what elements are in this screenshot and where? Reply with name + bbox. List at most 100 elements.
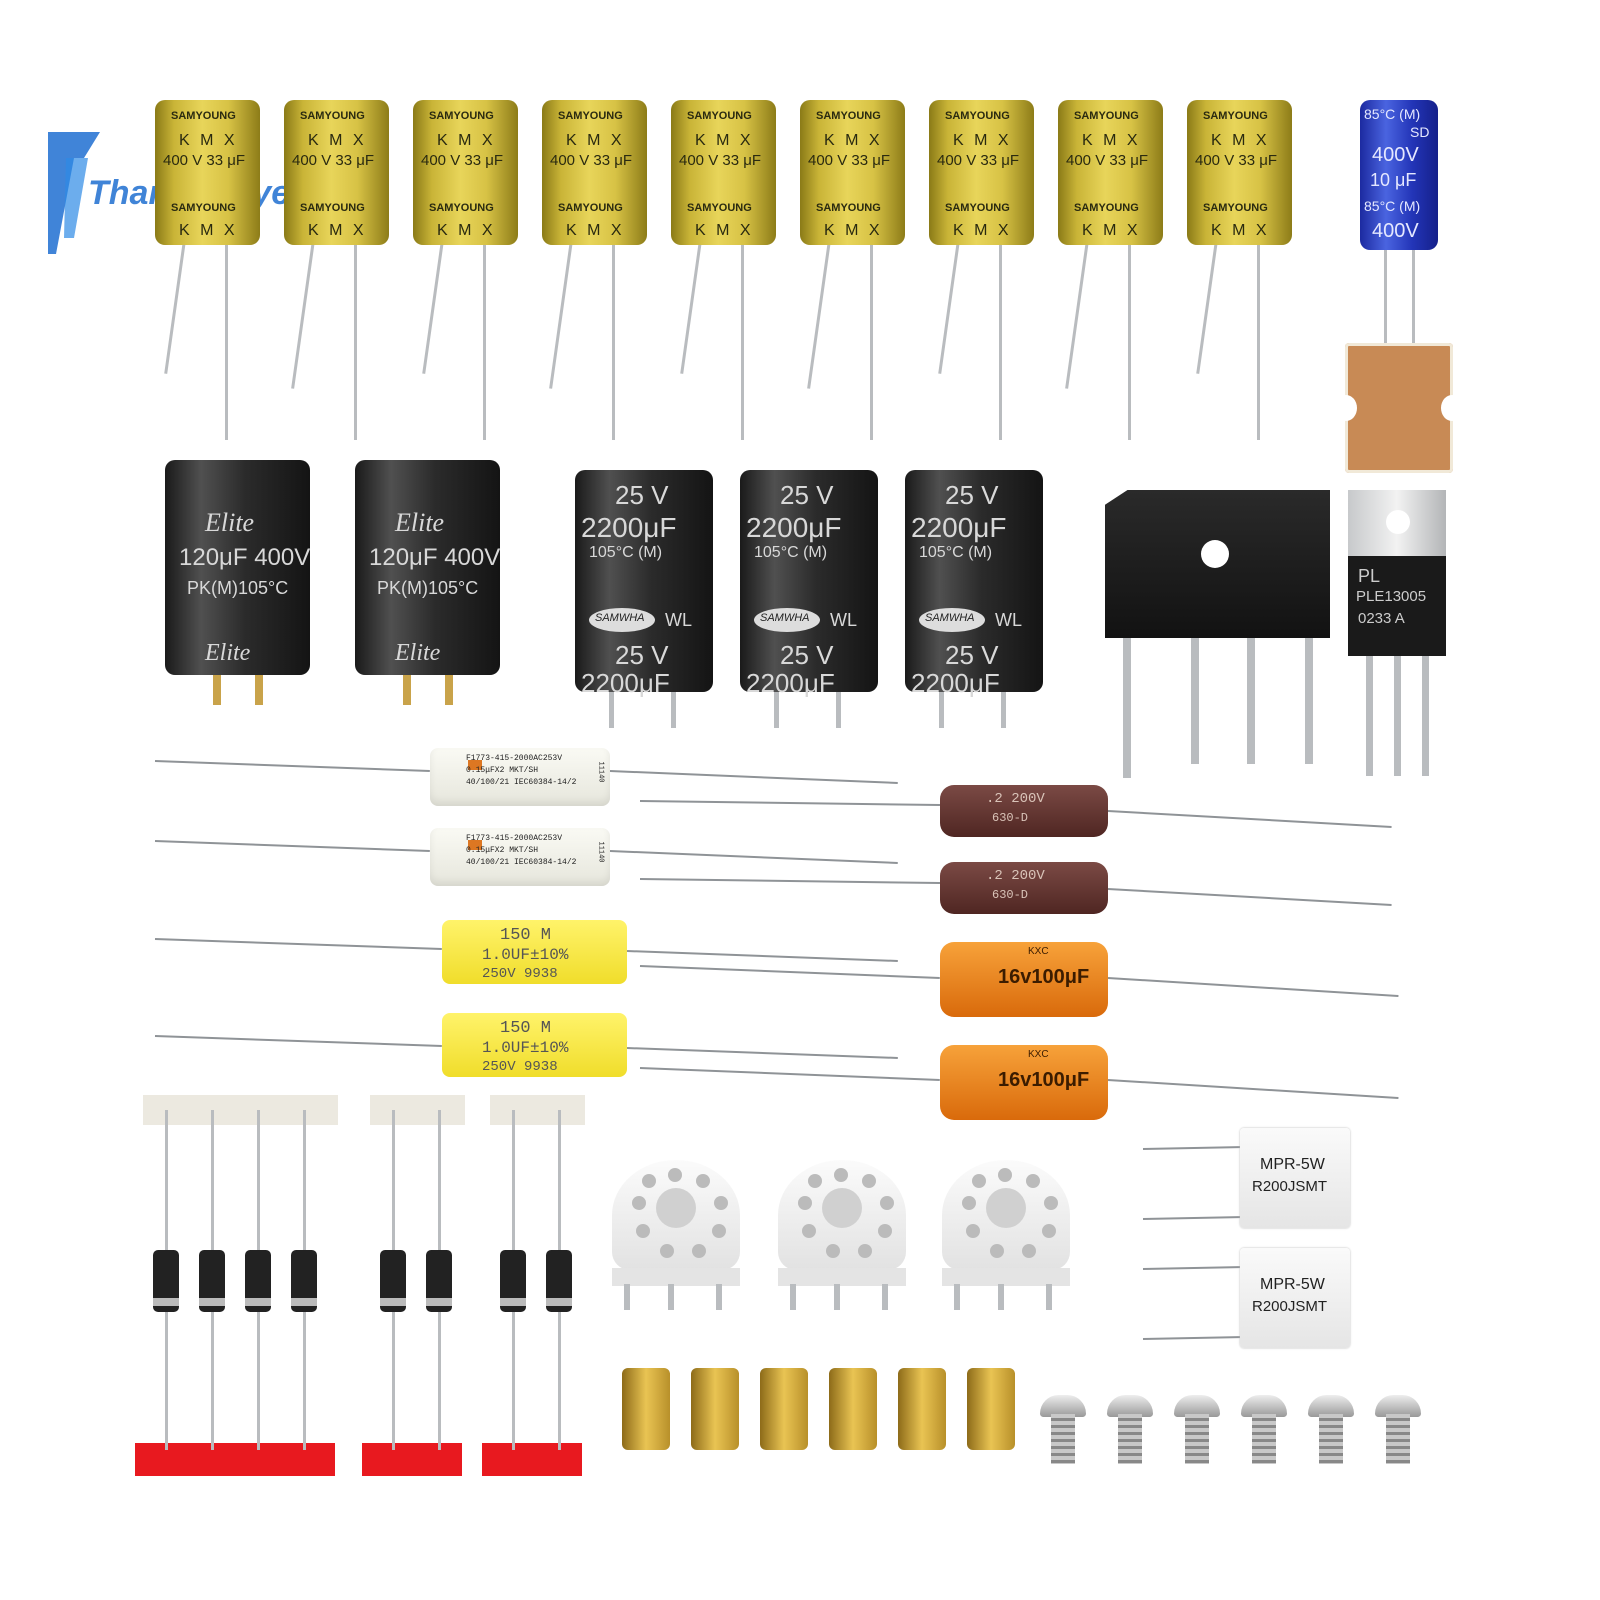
diode — [500, 1250, 526, 1312]
tube-socket — [612, 1160, 740, 1270]
kmx-series-2: K M X — [308, 222, 367, 239]
kmx-rating: 400 V 33 μF — [163, 152, 246, 169]
kmx-rating: 400 V 33 μF — [937, 152, 1020, 169]
socket-pin-hole — [642, 1174, 656, 1188]
samwha-capacitance: 2200μF — [746, 512, 842, 543]
lead-wire — [154, 760, 431, 772]
kmx-rating: 400 V 33 μF — [1195, 152, 1278, 169]
socket-pin-hole — [636, 1224, 650, 1238]
kmx-brand: SAMYOUNG — [1074, 110, 1139, 122]
kmx-brand-2: SAMYOUNG — [945, 202, 1010, 214]
lead-wire — [639, 965, 941, 979]
samwha-brand: SAMWHA — [595, 612, 645, 624]
kmx-brand-2: SAMYOUNG — [1203, 202, 1268, 214]
film-label-3: 40/100/21 IEC60384-14/2 — [466, 858, 577, 867]
socket-pin-hole — [808, 1174, 822, 1188]
socket-pin-hole — [802, 1224, 816, 1238]
diode-cathode-band — [380, 1298, 406, 1306]
brass-standoff — [760, 1368, 808, 1450]
orange-rating: 16v100μF — [998, 1069, 1090, 1091]
diode-cathode-band — [500, 1298, 526, 1306]
film-side-label: 11140 — [596, 761, 605, 783]
yellow-label-3: 250V 9938 — [482, 966, 558, 982]
kmx-brand-2: SAMYOUNG — [687, 202, 752, 214]
resistor-label-1: MPR-5W — [1260, 1156, 1325, 1173]
yellow-label-3: 250V 9938 — [482, 1059, 558, 1075]
socket-pin-hole — [696, 1174, 710, 1188]
transistor-label-2: PLE13005 — [1356, 588, 1427, 605]
diode-cathode-band — [245, 1298, 271, 1306]
lead-wire — [154, 938, 443, 950]
socket-pin-hole — [798, 1196, 812, 1210]
transistor-label-3: 0233 A — [1358, 610, 1405, 627]
socket-pin-hole — [826, 1244, 840, 1258]
lead-wire — [639, 800, 941, 806]
socket-pin-hole — [660, 1244, 674, 1258]
kmx-series: K M X — [566, 132, 625, 149]
kmx-brand: SAMYOUNG — [945, 110, 1010, 122]
resistor-label-1: MPR-5W — [1260, 1276, 1325, 1293]
socket-tab — [954, 1284, 960, 1310]
blue-cap-temp: 85°C (M) — [1364, 106, 1421, 122]
socket-base — [778, 1268, 906, 1286]
kmx-brand: SAMYOUNG — [171, 110, 236, 122]
socket-tab — [998, 1284, 1004, 1310]
blue-cap-voltage: 400V — [1372, 144, 1419, 166]
socket-pin-hole — [962, 1196, 976, 1210]
blue-cap-series: SD — [1410, 124, 1430, 140]
socket-pin-hole — [714, 1196, 728, 1210]
screw-head — [1107, 1395, 1153, 1417]
samwha-series: WL — [995, 610, 1022, 630]
film-label-1: F1773-415-2000AC253V — [466, 834, 563, 843]
logo-mark-icon — [48, 132, 100, 254]
lead-wire — [154, 840, 431, 852]
samwha-voltage: 25 V — [945, 480, 999, 510]
diode-cathode-band — [291, 1298, 317, 1306]
lead-wire — [639, 878, 941, 884]
kmx-series: K M X — [437, 132, 496, 149]
screw-head — [1375, 1395, 1421, 1417]
diode — [380, 1250, 406, 1312]
elite-rating: 120μF 400V — [179, 544, 311, 571]
lead-wire — [1142, 1336, 1246, 1340]
socket-pin-hole — [1026, 1174, 1040, 1188]
samwha-temp: 105°C (M) — [589, 544, 663, 561]
tape-strip-top — [143, 1095, 338, 1125]
blue-cap-temp-2: 85°C (M) — [1364, 198, 1421, 214]
yellow-label-1: 150 M — [500, 1019, 552, 1038]
transistor-to220: PL PLE13005 0233 A — [1348, 490, 1448, 780]
diode — [153, 1250, 179, 1312]
diode-cathode-band — [546, 1298, 572, 1306]
diode — [291, 1250, 317, 1312]
diode-cathode-band — [153, 1298, 179, 1306]
brass-standoff — [691, 1368, 739, 1450]
socket-pin-hole — [972, 1174, 986, 1188]
screw-shaft — [1051, 1414, 1075, 1464]
elite-rating: 120μF 400V — [369, 544, 501, 571]
socket-pin-hole — [1044, 1196, 1058, 1210]
kmx-rating: 400 V 33 μF — [421, 152, 504, 169]
elite-spec: PK(M)105°C — [377, 578, 479, 598]
kmx-series: K M X — [824, 132, 883, 149]
brown-label-2: 630-D — [992, 888, 1029, 902]
orange-brand: KXC — [1028, 946, 1049, 957]
elite-brand-2: Elite — [205, 640, 251, 666]
film-label-2: 0.15μFX2 MKT/SH — [466, 846, 539, 855]
film-side-label: 11140 — [596, 841, 605, 863]
samwha-voltage-2: 25 V — [780, 640, 834, 670]
yellow-label-2: 1.0UF±10% — [482, 1039, 569, 1057]
socket-pin-hole — [862, 1174, 876, 1188]
samwha-logo-icon — [589, 608, 655, 632]
samwha-brand: SAMWHA — [925, 612, 975, 624]
samwha-voltage: 25 V — [615, 480, 669, 510]
